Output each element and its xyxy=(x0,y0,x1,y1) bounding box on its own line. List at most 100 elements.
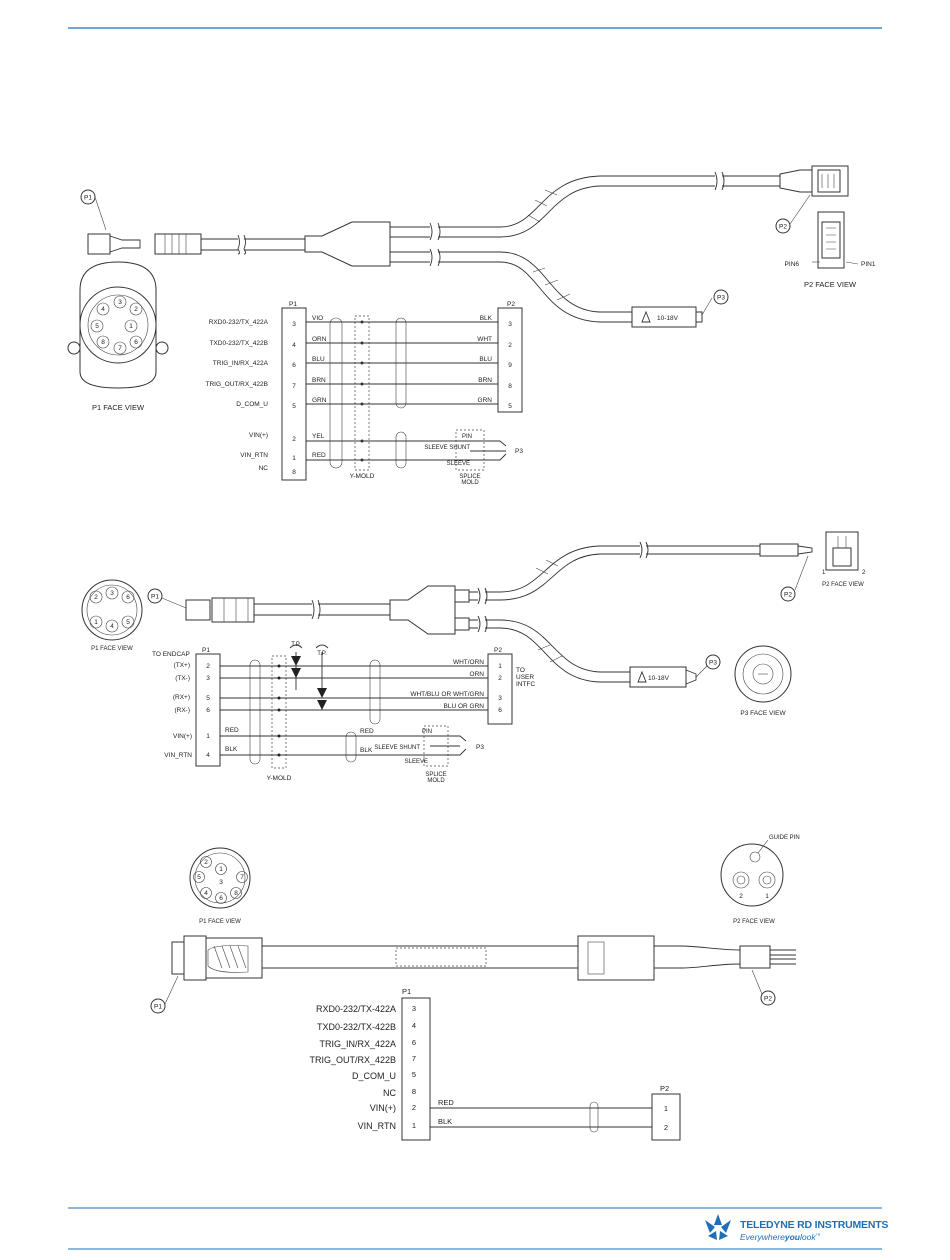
cable-3-guide-pin-label: GUIDE PIN xyxy=(769,835,800,841)
svg-text:1: 1 xyxy=(219,866,223,873)
svg-text:P1: P1 xyxy=(151,594,159,601)
svg-text:3: 3 xyxy=(498,695,502,702)
svg-text:3: 3 xyxy=(118,299,122,306)
svg-text:3: 3 xyxy=(508,321,512,328)
footer-tagline-a: Everywhere xyxy=(740,1232,785,1242)
svg-text:5: 5 xyxy=(197,874,201,881)
cable-3-rows: RXD0-232/TX-422A 3 TXD0-232/TX-422B 4 TR… xyxy=(309,1004,668,1132)
svg-text:1: 1 xyxy=(498,663,502,670)
cable-2-tp-2: T.P. xyxy=(317,651,327,657)
svg-text:TRIG_OUT/RX_422B: TRIG_OUT/RX_422B xyxy=(309,1055,396,1065)
svg-text:(TX-): (TX-) xyxy=(175,675,190,682)
cable-2-sleeve-label: SLEEVE xyxy=(405,759,428,765)
svg-text:7: 7 xyxy=(240,874,244,881)
cable-2-to-endcap: TO ENDCAP xyxy=(152,651,190,658)
svg-text:BLK: BLK xyxy=(360,747,373,754)
svg-text:1: 1 xyxy=(206,733,210,740)
svg-text:4: 4 xyxy=(110,623,114,630)
svg-text:7: 7 xyxy=(412,1054,416,1063)
svg-text:6: 6 xyxy=(412,1038,416,1047)
cable-1-p2-face-view-label: P2 FACE VIEW xyxy=(804,280,857,289)
svg-text:P2: P2 xyxy=(764,996,772,1003)
cable-2-sch-p2: P2 xyxy=(494,647,502,654)
svg-text:RXD0-232/TX_422A: RXD0-232/TX_422A xyxy=(209,319,269,326)
cable-2-callout-p1: P1 xyxy=(147,588,187,609)
svg-text:ORN: ORN xyxy=(312,336,327,343)
svg-text:5: 5 xyxy=(126,619,130,626)
svg-text:9: 9 xyxy=(508,362,512,369)
cable-3-face-pins: 1 2 5 7 4 6 8 3 xyxy=(197,859,244,902)
cable-1-sleeve-shunt-label: SLEEVE SHUNT xyxy=(424,445,470,451)
svg-text:P3: P3 xyxy=(717,295,725,302)
cable-3-callout-p1: P1 xyxy=(150,975,179,1014)
svg-text:2: 2 xyxy=(206,663,210,670)
cable-2-pin-label: PIN xyxy=(422,729,432,735)
svg-text:VIN(+): VIN(+) xyxy=(173,733,192,740)
cable-2-sleeve-shunt-label: SLEEVE SHUNT xyxy=(374,745,420,751)
svg-text:TRIG_IN/RX_422A: TRIG_IN/RX_422A xyxy=(319,1039,396,1049)
svg-text:7: 7 xyxy=(292,383,296,390)
cable-2-p3-face-view-label: P3 FACE VIEW xyxy=(740,710,786,717)
svg-text:2: 2 xyxy=(412,1103,416,1112)
svg-text:6: 6 xyxy=(134,339,138,346)
svg-text:TXD0-232/TX-422B: TXD0-232/TX-422B xyxy=(317,1022,396,1032)
cable-2-p3-voltage: 10-18V xyxy=(648,675,670,682)
cable-1-sch-p2: P2 xyxy=(507,301,515,308)
svg-text:WHT/BLU OR WHT/GRN: WHT/BLU OR WHT/GRN xyxy=(410,691,484,698)
svg-text:2: 2 xyxy=(292,436,296,443)
cable-3-p2-face-view-label: P2 FACE VIEW xyxy=(733,919,775,925)
svg-text:4: 4 xyxy=(204,890,208,897)
svg-text:(RX-): (RX-) xyxy=(174,707,190,714)
cable-3-p2-pin-b: 1 xyxy=(765,893,769,900)
svg-text:4: 4 xyxy=(292,342,296,349)
svg-text:GRN: GRN xyxy=(312,397,327,404)
svg-text:TXD0-232/TX_422B: TXD0-232/TX_422B xyxy=(209,340,268,347)
cable-1-p3-voltage: 10-18V xyxy=(657,315,679,322)
cable-3-drawing xyxy=(171,839,796,981)
cable-2-p1-face-view-label: P1 FACE VIEW xyxy=(91,646,133,652)
cable-1-drawing xyxy=(67,165,859,389)
svg-text:GRN: GRN xyxy=(478,397,493,404)
svg-text:RED: RED xyxy=(312,452,326,459)
svg-text:1: 1 xyxy=(94,619,98,626)
footer-tagline-c: look xyxy=(800,1232,816,1242)
cable-1-sch-p1: P1 xyxy=(289,301,297,308)
svg-text:8: 8 xyxy=(234,890,238,897)
cable-2-drawing xyxy=(81,531,859,703)
svg-text:VIN_RTN: VIN_RTN xyxy=(240,452,268,459)
cable-3-schematic xyxy=(401,997,681,1141)
svg-text:4: 4 xyxy=(101,306,105,313)
footer-tagline: Everywhereyoulook™ xyxy=(740,1232,821,1242)
cable-1-splice-label: SPLICE xyxy=(459,474,480,480)
cable-3-p1-face-view-label: P1 FACE VIEW xyxy=(199,919,241,925)
svg-text:6: 6 xyxy=(219,895,223,902)
cable-2-sch-p3: P3 xyxy=(476,744,484,751)
cable-2-to-user-3: INTFC xyxy=(516,681,535,688)
svg-text:(TX+): (TX+) xyxy=(174,662,190,669)
svg-text:NC: NC xyxy=(259,465,269,472)
svg-text:8: 8 xyxy=(292,469,296,476)
svg-text:P2: P2 xyxy=(779,224,787,231)
svg-text:RED: RED xyxy=(360,728,374,735)
cable-2-schematic xyxy=(195,644,513,769)
svg-text:VIN(+): VIN(+) xyxy=(370,1103,396,1113)
svg-text:8: 8 xyxy=(101,339,105,346)
svg-text:5: 5 xyxy=(95,323,99,330)
cable-1-pin1-label: PIN1 xyxy=(861,261,876,268)
footer-tagline-tm: ™ xyxy=(816,1233,821,1239)
svg-text:WHT/ORN: WHT/ORN xyxy=(453,659,484,666)
cable-2-splice-label: SPLICE xyxy=(425,772,446,778)
cable-2-mold-label: MOLD xyxy=(427,778,445,784)
svg-text:6: 6 xyxy=(206,707,210,714)
svg-text:NC: NC xyxy=(383,1088,396,1098)
svg-text:6: 6 xyxy=(126,594,130,601)
cable-1-sch-p3: P3 xyxy=(515,448,523,455)
svg-text:VIN(+): VIN(+) xyxy=(249,432,268,439)
svg-text:TRIG_IN/RX_422A: TRIG_IN/RX_422A xyxy=(213,360,269,367)
cable-3-callout-p2: P2 xyxy=(751,969,776,1006)
svg-text:BLK: BLK xyxy=(438,1117,452,1126)
svg-text:3: 3 xyxy=(206,675,210,682)
cable-3-sch-p2: P2 xyxy=(660,1084,669,1093)
cable-2-callout-p2: P2 xyxy=(780,555,809,602)
